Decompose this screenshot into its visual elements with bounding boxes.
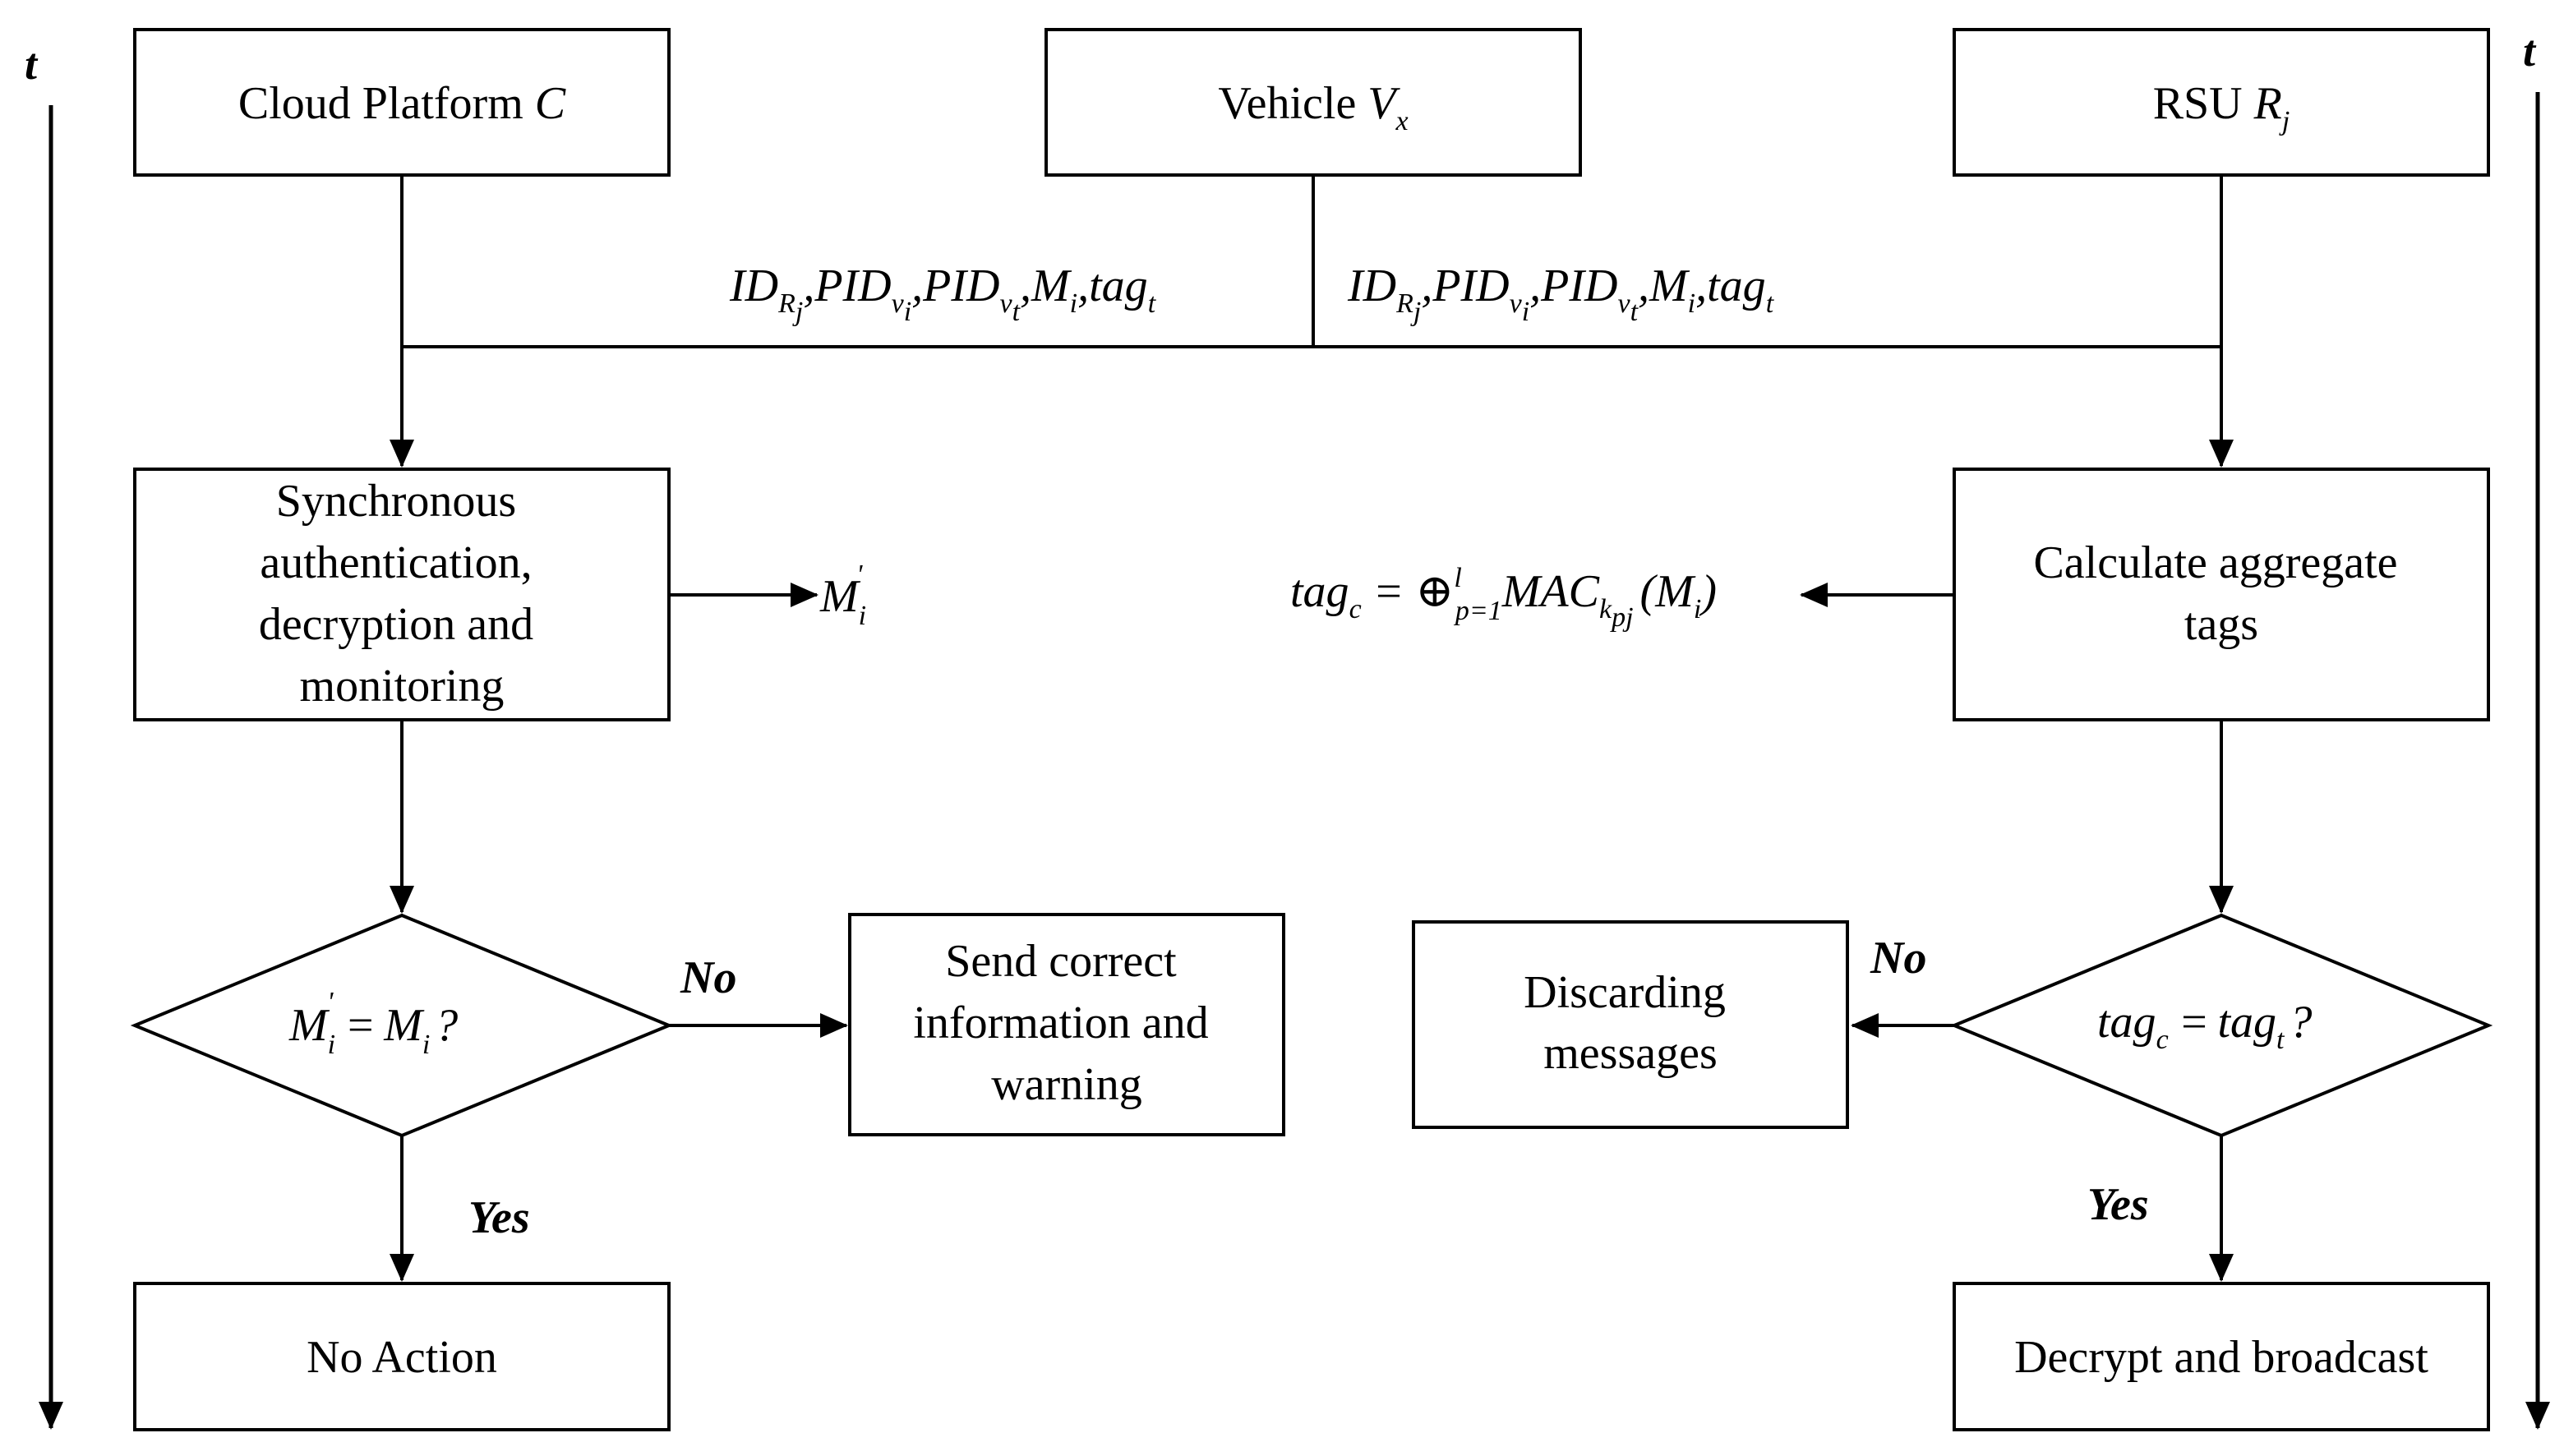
time-axis-label-right: t [2523,26,2537,76]
decision-right: tagc=tagt? [1949,913,2493,1138]
sync-auth-node: Synchronous authentication, decryption a… [133,468,671,721]
top-connectors [390,175,2234,468]
svg-text:IDRj,PIDvi,PIDvt,Mi,tagt: IDRj,PIDvi,PIDvt,Mi,tagt [1347,260,1775,327]
right-yes-label: Yes [2087,1179,2149,1230]
vehicle-node: Vehicle Vx [1045,28,1582,177]
svg-text:Send correct information: Send correct information and warning [913,936,1220,1110]
discarding-node: Discarding messages [1412,920,1849,1129]
calc-aggregate-tags-node: Calculate aggregate tags [1953,468,2490,721]
svg-text:tagc=tagt?: tagc=tagt? [2097,997,2312,1055]
svg-text:Synchronous authenticati: Synchronous authentication, decryption a… [259,476,545,712]
cloud-platform-node: Cloud Platform C [133,28,671,177]
rsu-var: R [2253,78,2282,129]
decrypt-broadcast-node: Decrypt and broadcast [1953,1282,2490,1431]
svg-text:No Action: No Action [307,1332,497,1383]
m-prime-output: Mi' [819,560,866,631]
send-correct-node: Send correct information and warning [848,913,1285,1136]
decision-left: Mi'=Mi? [130,913,674,1138]
no-action-node: No Action [133,1282,671,1431]
svg-text:IDRj,PIDvi,PIDvt,Mi,tagt: IDRj,PIDvi,PIDvt,Mi,tagt [729,260,1157,327]
cloud-platform-label: Cloud Platform [238,78,523,129]
rsu-node: RSU Rj [1953,28,2490,177]
svg-text:Decrypt and broadcast: Decrypt and broadcast [2014,1332,2428,1383]
svg-text:RSU Rj: RSU Rj [2153,78,2290,136]
svg-text:Discarding messages: Discarding messages [1524,967,1737,1079]
vehicle-var-sub: x [1395,106,1409,136]
time-axis-label-left: t [25,39,39,89]
right-no-label: No [1870,933,1926,984]
cloud-platform-var: C [535,78,566,129]
message-label-left: IDRj,PIDvi,PIDvt,Mi,tagt [729,260,1157,327]
rsu-var-sub: j [2279,106,2290,136]
svg-text:Cloud Platform C: Cloud Platform C [238,78,566,129]
vehicle-var: V [1367,78,1400,129]
svg-text:Mi'=Mi?: Mi'=Mi? [288,987,458,1060]
vehicle-label: Vehicle [1218,78,1356,129]
left-no-label: No [680,952,736,1003]
svg-text:Vehicle Vx: Vehicle Vx [1218,78,1408,136]
left-yes-label: Yes [468,1192,530,1243]
message-label-right: IDRj,PIDvi,PIDvt,Mi,tagt [1347,260,1775,327]
svg-text:Calculate aggregate tags: Calculate aggregate tags [2033,537,2409,650]
rsu-label: RSU [2153,78,2243,129]
